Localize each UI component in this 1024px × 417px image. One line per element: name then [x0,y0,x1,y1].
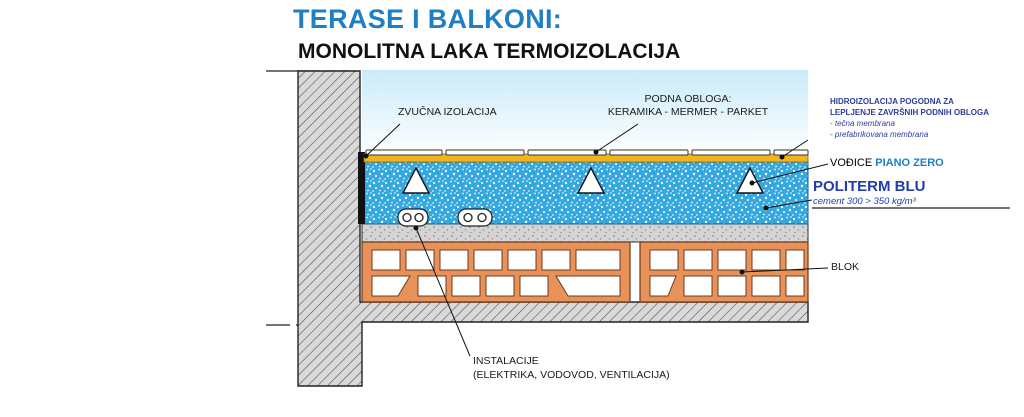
label-installations: INSTALACIJE (ELEKTRIKA, VODOVOD, VENTILA… [473,354,670,382]
sky-background [362,70,808,154]
floor-tile [365,149,443,156]
diagram-title: TERASE I BALKONI: [293,4,563,34]
guide-support [735,166,765,194]
label-floor-covering-line1: PODNA OBLOGA: [644,93,732,105]
label-installations-line2: (ELEKTRIKA, VODOVOD, VENTILACIJA) [473,369,670,381]
floor-tile [527,149,607,156]
label-politerm: POLITERM BLU cement 300 > 350 kg/m³ [813,178,926,208]
floor-tile [445,149,525,156]
slab-topping [361,223,809,243]
leader-installations [415,227,471,357]
diagram-subtitle: MONOLITNA LAKA TERMOIZOLACIJA [298,40,681,63]
floor-tiles [365,149,809,156]
floor-tile [773,149,809,156]
label-waterproofing-line1: HIDROIZOLACIJA POGODNA ZA [830,97,954,106]
leader-guides [751,163,829,184]
guide-support [401,166,431,194]
label-floor-covering-line2: KERAMIKA - MERMER - PARKET [607,106,769,118]
label-waterproofing-item2: - prefabrikovana membrana [830,130,929,139]
guide-support [576,166,606,194]
label-politerm-name: POLITERM BLU [813,178,926,195]
label-block: BLOK [831,261,860,273]
leader-politerm [765,199,813,209]
label-waterproofing: HIDROIZOLACIJA POGODNA ZA LEPLJENJE ZAVR… [830,96,989,140]
label-sound-insulation: ZVUČNA IZOLACIJA [398,106,497,118]
label-guides: VOĐICE PIANO ZERO [830,157,944,169]
leader-floor-covering [595,123,639,153]
label-waterproofing-line2: LEPLJENJE ZAVRŠNIH PODNIH OBLOGA [830,108,989,117]
floor-tile [609,149,689,156]
label-guides-brand: PIANO ZERO [875,157,944,169]
label-politerm-spec: cement 300 > 350 kg/m³ [813,196,916,207]
leader-block [741,267,829,273]
sound-insulation-strip [358,152,365,224]
label-waterproofing-item1: - tečna membrana [830,119,895,128]
floor-tile [691,149,771,156]
label-floor-covering: PODNA OBLOGA: KERAMIKA - MERMER - PARKET [595,93,781,119]
label-guides-prefix: VOĐICE [830,157,873,169]
leader-waterproofing [781,139,809,158]
label-installations-line1: INSTALACIJE [473,355,539,367]
leader-sound-insulation [365,123,401,157]
concrete-wall [297,70,809,387]
installation-pipes [397,208,493,227]
